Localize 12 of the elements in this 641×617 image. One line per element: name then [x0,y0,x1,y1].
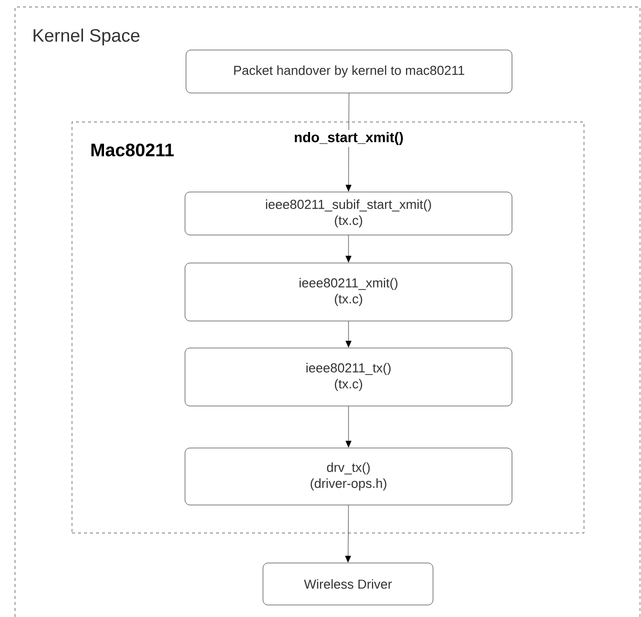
arrow [346,235,352,262]
arrow [346,321,352,348]
process-box: ieee80211_tx() (tx.c) [184,348,512,406]
process-box: ieee80211_xmit() (tx.c) [184,262,512,322]
process-box: ieee80211_subif_start_xmit() (tx.c) [184,192,512,236]
process-box: Packet handover by kernel to mac80211 [186,50,512,94]
edge-label: ndo_start_xmit() [292,130,406,148]
process-box: Wireless Driver [262,562,434,606]
arrow [345,505,351,562]
process-box: drv_tx() (driver-ops.h) [184,448,512,506]
arrow [346,406,352,448]
arrow [346,93,352,192]
